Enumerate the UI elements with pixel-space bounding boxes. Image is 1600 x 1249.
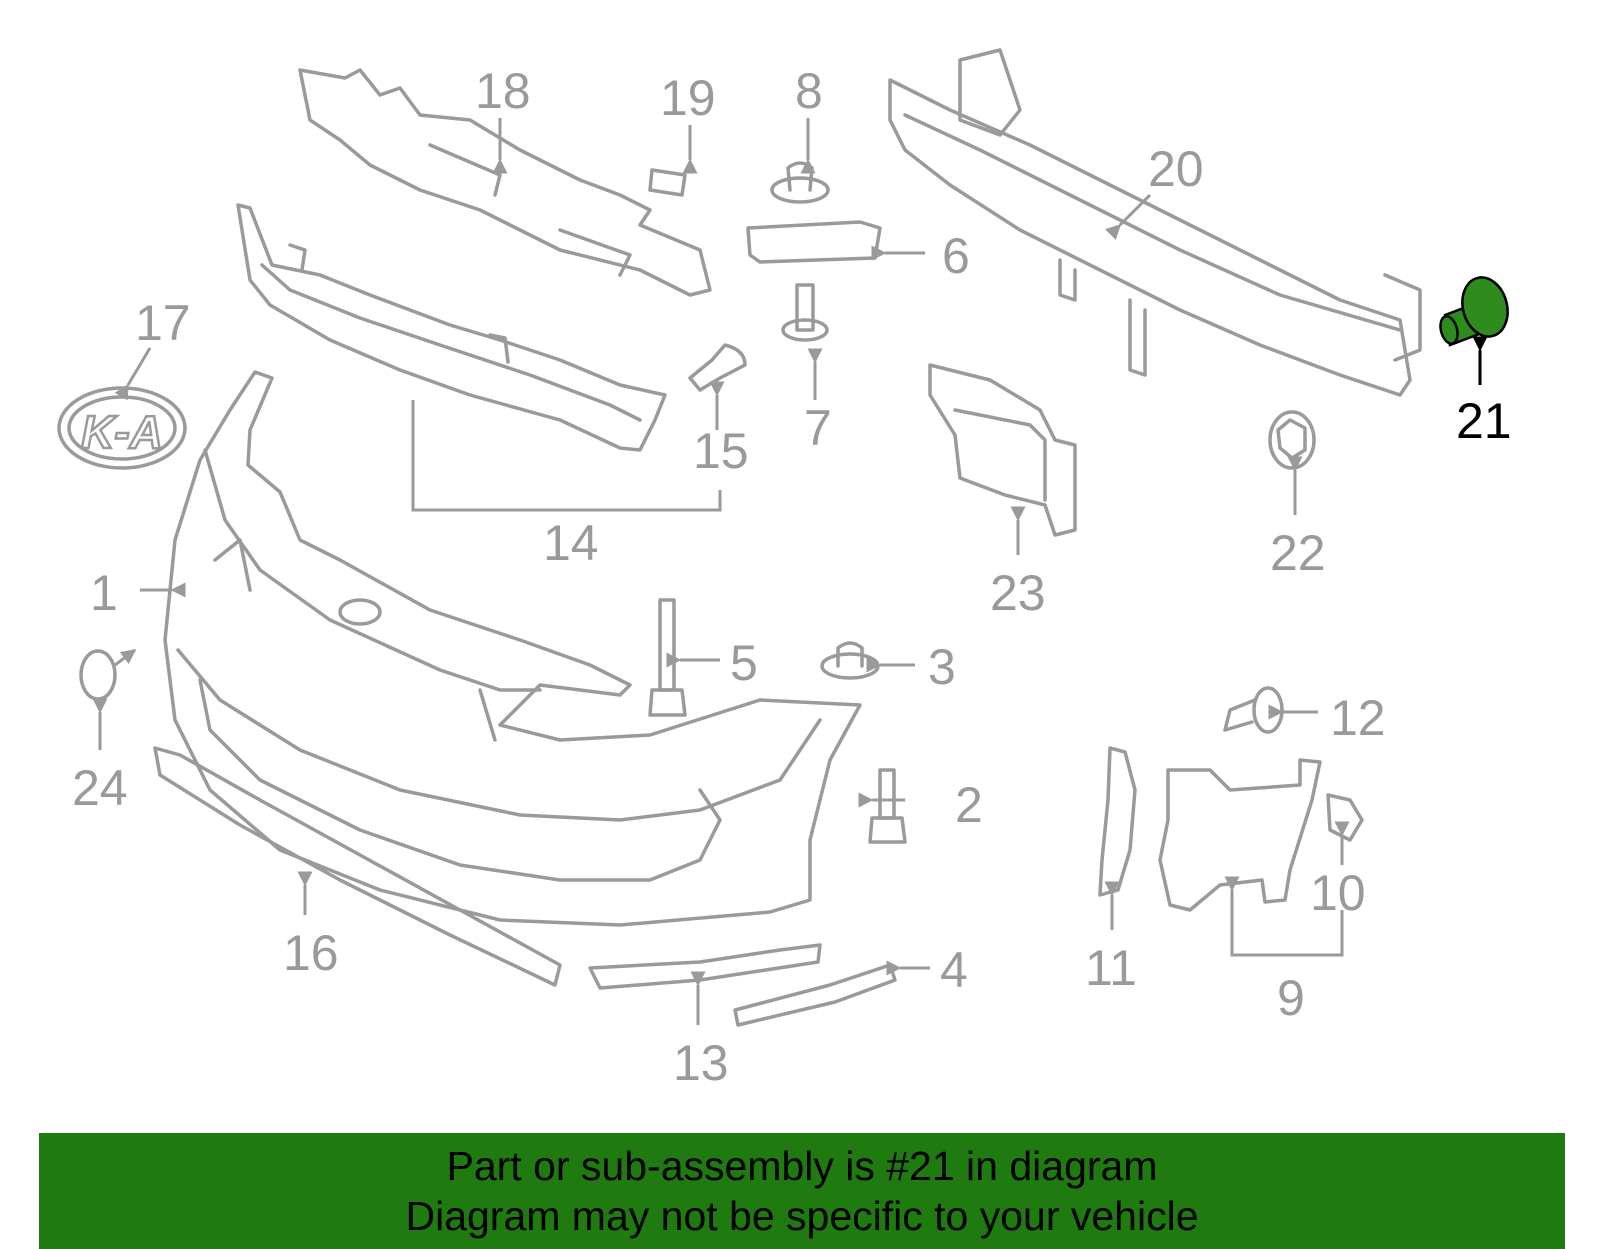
callout-18: 18 xyxy=(475,63,531,119)
part-15-screw[interactable] xyxy=(688,343,747,392)
part-10-clip[interactable] xyxy=(1326,793,1364,842)
part-16-strip[interactable] xyxy=(153,746,562,987)
part-13-trim[interactable] xyxy=(588,943,822,990)
part-17-emblem[interactable]: K-A xyxy=(57,386,187,470)
callout-24: 24 xyxy=(72,760,128,816)
callout-3: 3 xyxy=(928,639,956,695)
part-22-nut[interactable] xyxy=(1268,410,1316,470)
part-4-molding[interactable] xyxy=(733,963,897,1027)
callout-labels: 1 2 3 4 5 6 7 8 9 10 11 12 13 14 15 16 1… xyxy=(72,63,1512,1091)
callout-8: 8 xyxy=(795,63,823,119)
callout-13: 13 xyxy=(673,1035,729,1091)
part-19-clip[interactable] xyxy=(648,168,687,197)
parts-diagram: K-A xyxy=(57,48,1514,1091)
part-6-bracket[interactable] xyxy=(746,220,882,264)
banner-line-2: Diagram may not be specific to your vehi… xyxy=(405,1193,1199,1239)
part-9-bracket-assembly[interactable] xyxy=(1158,758,1322,912)
part-info-banner: Part or sub-assembly is #21 in diagram D… xyxy=(39,1133,1565,1249)
callout-4: 4 xyxy=(940,942,968,998)
banner-line-1: Part or sub-assembly is #21 in diagram xyxy=(446,1143,1158,1189)
callout-12: 12 xyxy=(1330,690,1386,746)
callout-2: 2 xyxy=(955,777,983,833)
callout-21: 21 xyxy=(1456,393,1512,449)
part-20-beam[interactable] xyxy=(888,48,1422,397)
callout-16: 16 xyxy=(283,925,339,981)
callout-1: 1 xyxy=(90,565,118,621)
callout-22: 22 xyxy=(1270,525,1326,581)
part-8-push-clip[interactable] xyxy=(770,161,830,204)
callout-19: 19 xyxy=(660,70,716,126)
part-7-bolt[interactable] xyxy=(781,283,829,342)
callout-10: 10 xyxy=(1310,865,1366,921)
callout-6: 6 xyxy=(942,228,970,284)
callout-5: 5 xyxy=(730,635,758,691)
callout-17: 17 xyxy=(135,295,191,351)
callout-20: 20 xyxy=(1148,141,1204,197)
part-23-module[interactable] xyxy=(928,363,1077,537)
part-18-absorber[interactable] xyxy=(298,68,712,297)
emblem-text: K-A xyxy=(81,406,163,458)
part-12-bolt[interactable] xyxy=(1223,686,1284,734)
part-24-cap[interactable] xyxy=(79,648,137,701)
part-5-bolt[interactable] xyxy=(648,598,687,717)
part-21-bolt-highlighted[interactable] xyxy=(1438,272,1514,347)
callout-15: 15 xyxy=(693,423,749,479)
part-1-bumper-cover[interactable] xyxy=(163,370,862,927)
callout-23: 23 xyxy=(990,565,1046,621)
part-11-bracket[interactable] xyxy=(1098,746,1137,897)
part-2-bolt[interactable] xyxy=(868,768,907,844)
callout-14: 14 xyxy=(543,515,599,571)
part-14-grille[interactable] xyxy=(236,203,667,452)
part-3-nut[interactable] xyxy=(820,641,880,680)
callout-9: 9 xyxy=(1277,970,1305,1026)
callout-11: 11 xyxy=(1085,940,1137,996)
callout-7: 7 xyxy=(804,400,832,456)
leader-lines xyxy=(92,118,1488,1025)
